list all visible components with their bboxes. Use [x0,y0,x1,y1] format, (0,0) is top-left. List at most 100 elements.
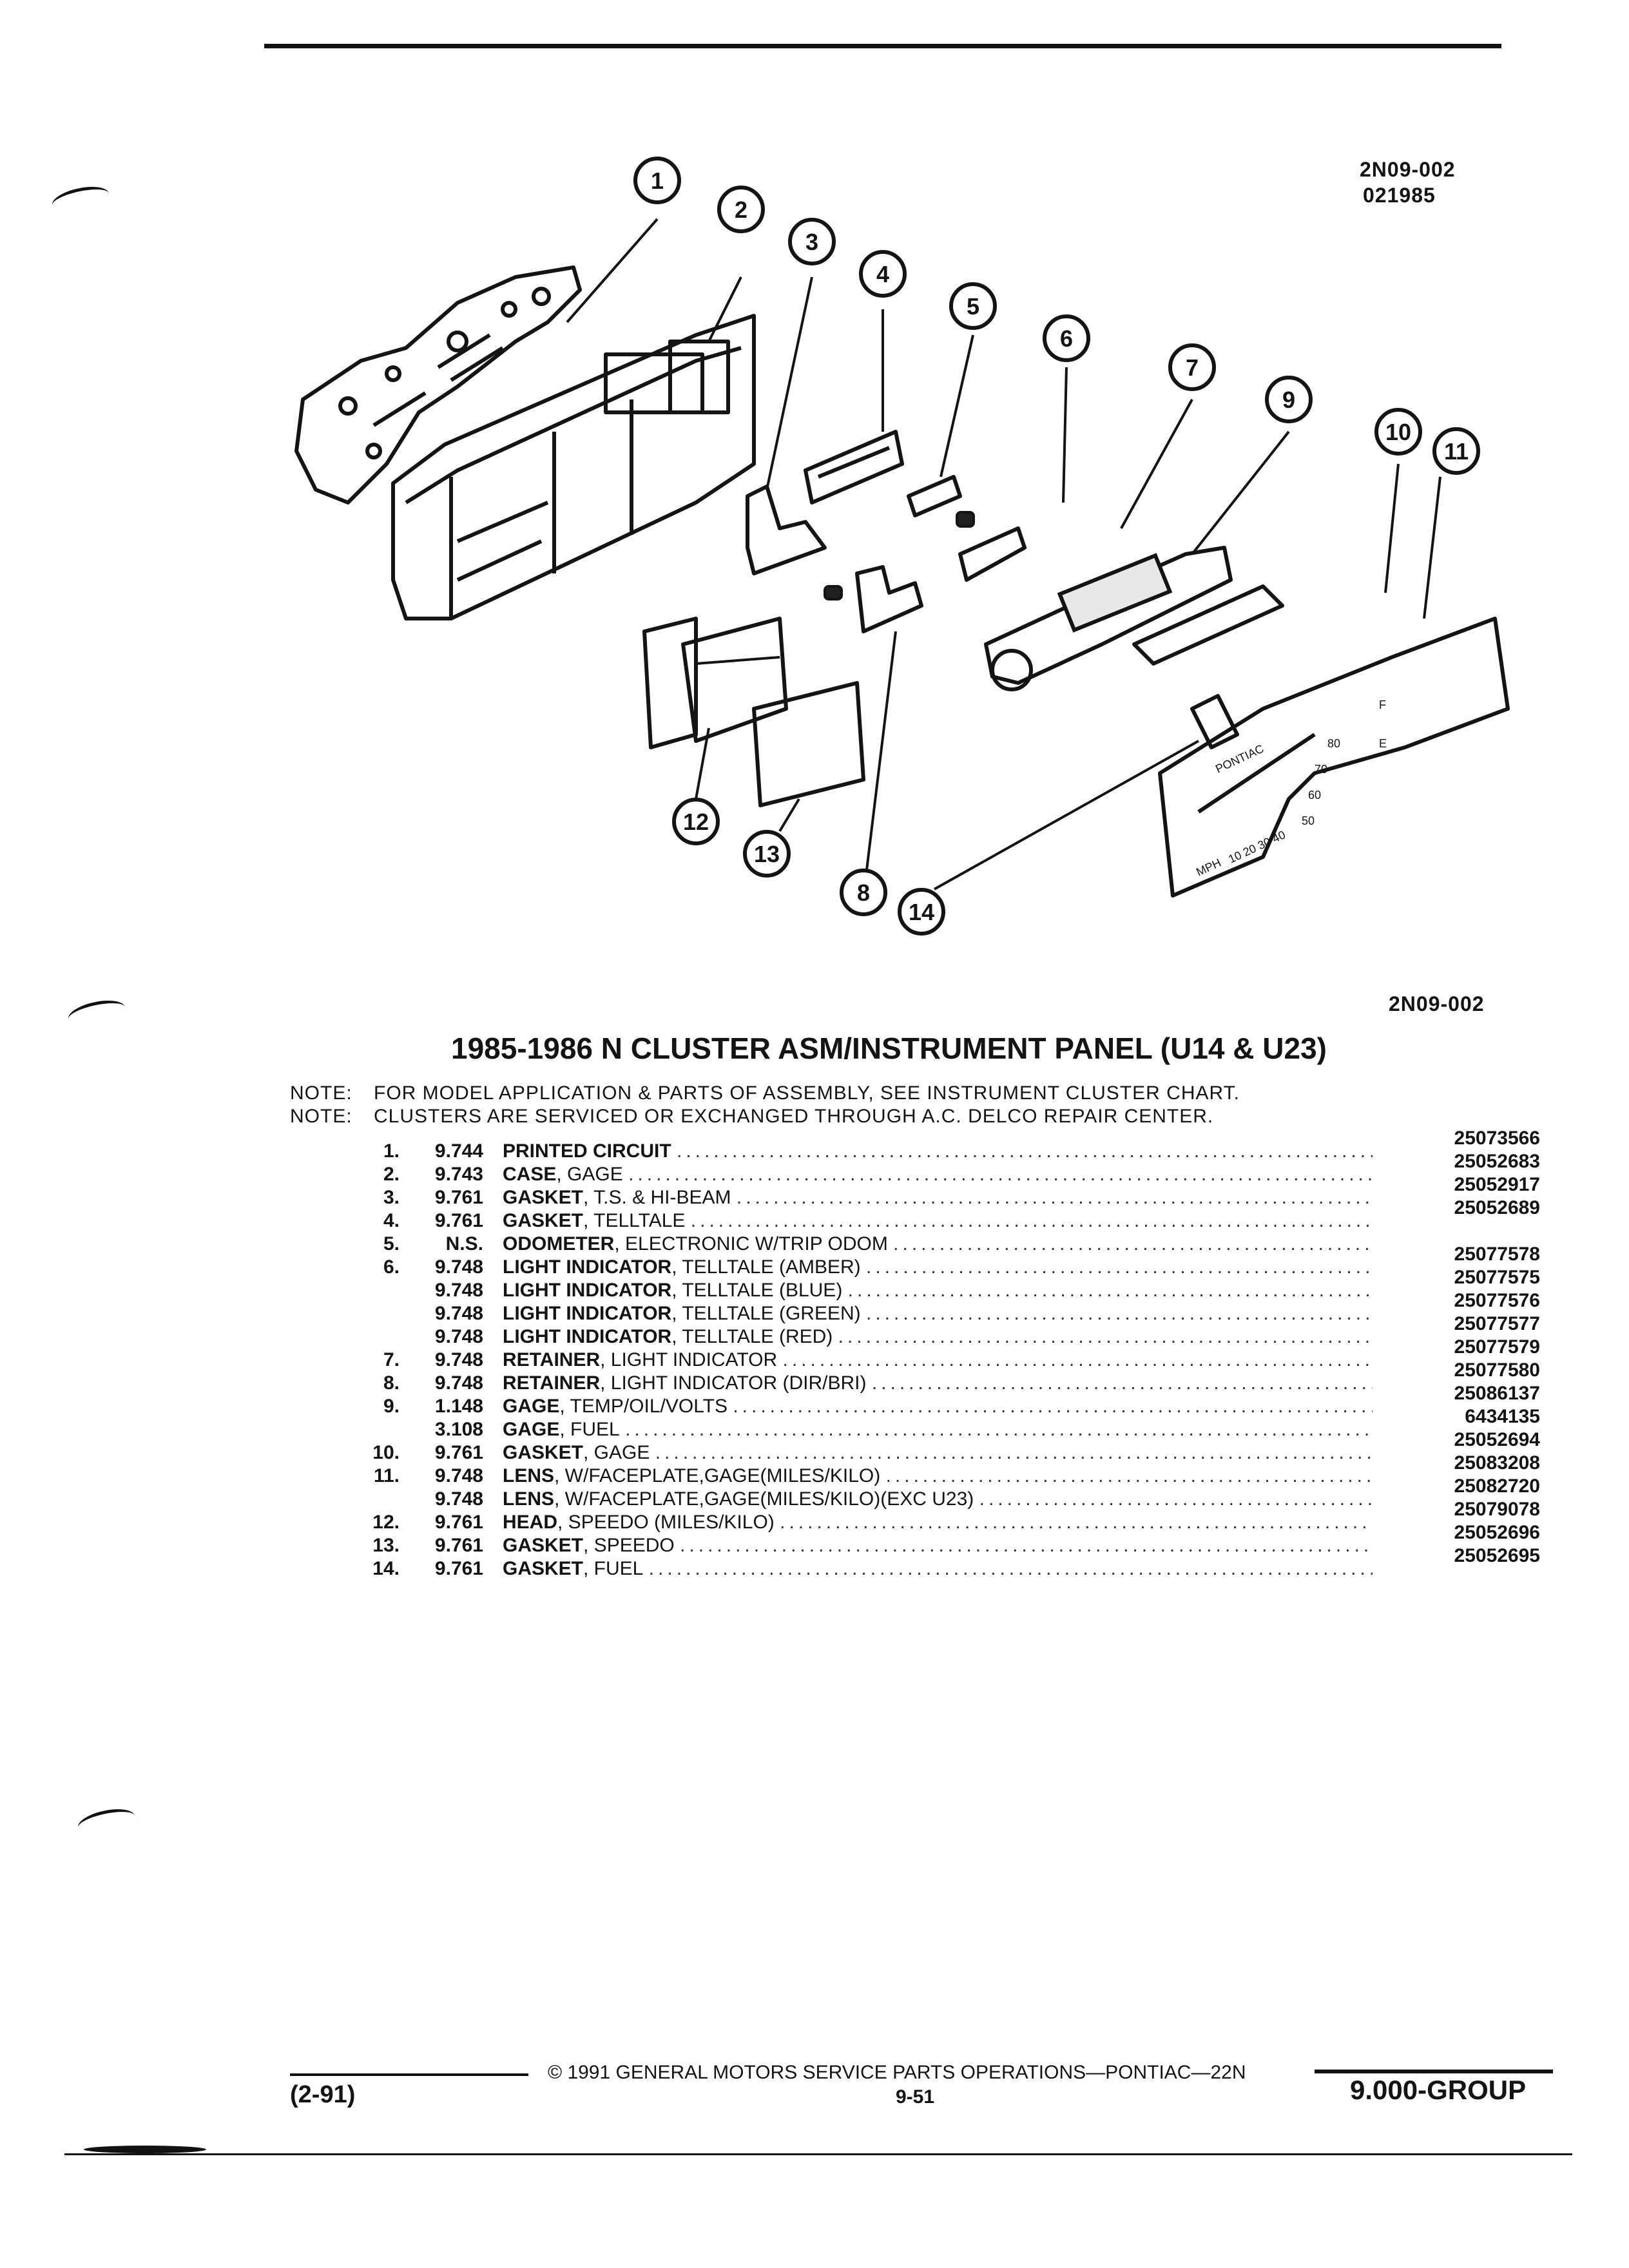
svg-text:3: 3 [805,229,818,255]
callout-8: 8 [840,869,887,916]
callout-3: 3 [788,218,836,265]
group-number: 9.744 [434,1140,483,1162]
group-number: 9.761 [434,1210,483,1231]
note-line: NOTE:CLUSTERS ARE SERVICED OR EXCHANGED … [290,1106,1213,1128]
part-detail: , TELLTALE (BLUE) [671,1280,843,1301]
part-number: 25077576 [1454,1290,1540,1311]
binder-mark [50,182,111,216]
part-description: GASKET, T.S. & HI-BEAM .................… [503,1187,1373,1208]
callout-6: 6 [1043,314,1090,362]
retainer-dir-part [855,565,923,633]
svg-text:12: 12 [683,809,709,835]
part-description: RETAINER, LIGHT INDICATOR ..............… [503,1349,1373,1370]
binder-mark [66,996,128,1030]
callout-2: 2 [717,186,765,233]
callout-5: 5 [949,282,997,330]
exploded-diagram: PONTIAC MPH 10 20 30 40 50 60 70 80 F E [245,129,1534,954]
group-number: 9.748 [434,1256,483,1278]
group-number: 9.748 [434,1488,483,1510]
part-number: 25052694 [1454,1429,1540,1450]
part-description: GASKET, SPEEDO .........................… [503,1535,1373,1556]
parts-row: 9.748 LIGHT INDICATOR, TELLTALE (BLUE) ..… [361,1267,1540,1303]
binder-mark [75,1805,137,1839]
parts-row: 5.N.S.ODOMETER, ELECTRONIC W/TRIP ODOM .… [361,1233,1540,1256]
faceplate-scale-50: 50 [1302,814,1315,827]
odometer-part [907,475,962,517]
top-rule [264,44,1501,48]
group-code: 9.000-GROUP [1350,2075,1527,2105]
lens-faceplate-part: PONTIAC MPH 10 20 30 40 50 60 70 80 F E [1158,617,1510,898]
part-name: CASE [503,1164,557,1185]
part-description: HEAD, SPEEDO (MILES/KILO) ..............… [503,1512,1373,1533]
part-name: GASKET [503,1187,584,1208]
part-name: GAGE [503,1396,560,1417]
figure-caption-code: 2N09-002 [1389,992,1485,1015]
part-name: LIGHT INDICATOR [503,1303,672,1324]
part-description: LIGHT INDICATOR, TELLTALE (AMBER) ......… [503,1256,1373,1278]
note-line: NOTE:FOR MODEL APPLICATION & PARTS OF AS… [290,1082,1240,1104]
ts-gasket-part [746,485,827,575]
part-description: LIGHT INDICATOR, TELLTALE (BLUE) .......… [503,1280,1373,1301]
part-index: 4. [383,1210,400,1231]
group-number: 9.761 [434,1558,483,1579]
part-detail: , GAGE [583,1442,650,1463]
part-number: 25052683 [1454,1151,1540,1172]
bottom-rule [64,2153,1572,2155]
part-name: PRINTED CIRCUIT [503,1140,671,1162]
temp-oil-volts-gage-part [984,546,1233,691]
callout-4: 4 [859,250,907,298]
page-title: 1985-1986 N CLUSTER ASM/INSTRUMENT PANEL… [451,1032,1327,1065]
svg-text:9: 9 [1282,387,1295,413]
part-detail: , TELLTALE [583,1210,686,1231]
part-number: 25079078 [1454,1499,1540,1520]
group-number: 9.761 [434,1442,483,1463]
part-name: GASKET [503,1558,584,1579]
binder-smudge [84,2146,206,2153]
part-index: 10. [372,1442,400,1463]
part-number: 25052696 [1454,1522,1540,1543]
part-detail: , TELLTALE (AMBER) [671,1256,861,1278]
part-name: GASKET [503,1442,584,1463]
callout-14: 14 [898,888,945,936]
part-index: 12. [372,1512,400,1533]
part-detail: , ELECTRONIC W/TRIP ODOM [614,1233,888,1254]
svg-text:13: 13 [754,841,780,867]
part-detail: , FUEL [583,1558,644,1579]
faceplate-scale-70: 70 [1315,763,1327,776]
part-number: 25052689 [1454,1197,1540,1218]
part-detail: , GAGE [556,1164,623,1185]
part-number: 25077577 [1454,1313,1540,1334]
svg-text:11: 11 [1444,438,1469,465]
group-number: 9.761 [434,1535,483,1556]
callout-12: 12 [672,798,720,845]
part-index: 7. [383,1349,400,1370]
printed-circuit-part [294,265,582,505]
part-index: 11. [373,1465,400,1486]
faceplate-scale-80: 80 [1327,737,1340,750]
group-number: 9.748 [434,1280,483,1301]
part-index: 8. [383,1372,400,1394]
group-number: 9.748 [434,1326,483,1347]
part-detail: , W/FACEPLATE,GAGE(MILES/KILO)(EXC U23) [554,1488,974,1510]
group-number: 3.108 [434,1419,483,1440]
exploded-diagram-svg: PONTIAC MPH 10 20 30 40 50 60 70 80 F E [294,157,1510,936]
part-detail: , TELLTALE (RED) [671,1326,833,1347]
part-detail: , SPEEDO (MILES/KILO) [557,1512,775,1533]
light-indicator-part [956,511,975,528]
faceplate-fuel-full: F [1379,698,1386,711]
part-name: LIGHT INDICATOR [503,1326,672,1347]
svg-text:1: 1 [651,168,664,194]
fuel-gasket-part [1190,694,1239,749]
part-description: GAGE, TEMP/OIL/VOLTS ...................… [503,1396,1373,1417]
part-detail: , TELLTALE (GREEN) [671,1303,861,1324]
svg-text:2: 2 [735,197,747,223]
